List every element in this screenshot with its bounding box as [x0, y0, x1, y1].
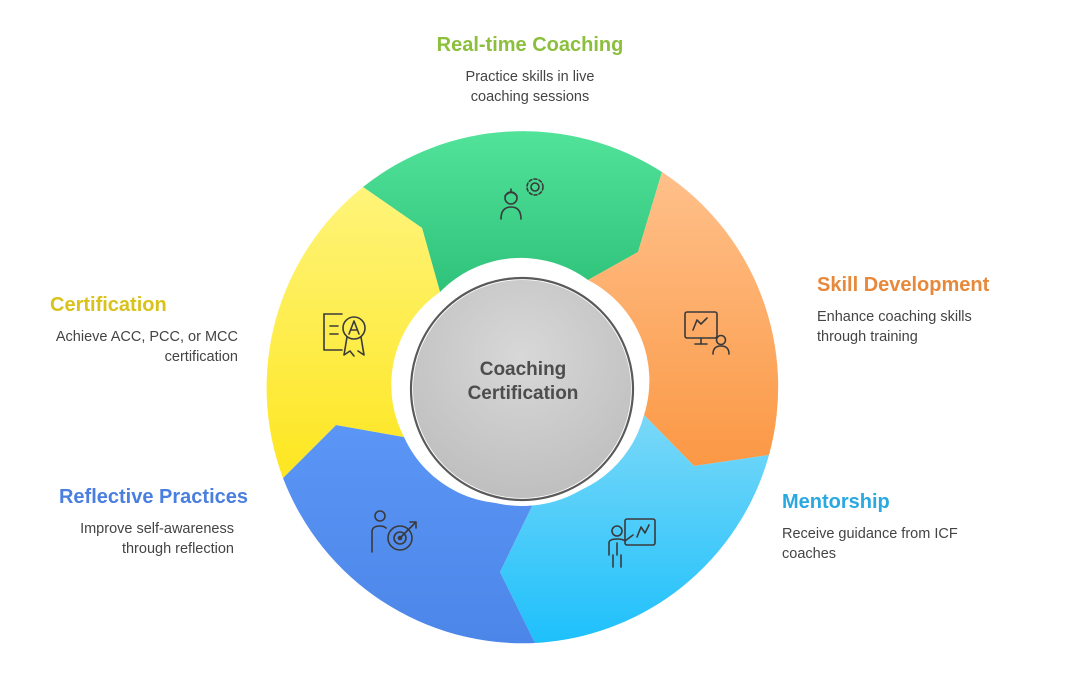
segment-reflective-practices — [283, 425, 535, 644]
center-title-line1: Coaching — [479, 359, 567, 380]
center-circle — [413, 280, 631, 498]
label-realtime-coaching: Real-time Coaching Practice skills in li… — [360, 33, 700, 107]
center-title-line2: Certification — [467, 383, 579, 404]
stage-description-line2: coaching sessions — [470, 89, 590, 105]
stage-description: Enhance coaching skills through training — [817, 307, 1047, 347]
segment-realtime-coaching — [363, 131, 662, 292]
label-certification: Certification Achieve ACC, PCC, or MCC c… — [20, 293, 238, 367]
stage-description-line1: Achieve ACC, PCC, or MCC — [55, 329, 238, 345]
stage-description-line1: Receive guidance from ICF — [782, 526, 958, 542]
stage-description: Achieve ACC, PCC, or MCC certification — [20, 327, 238, 367]
segment-certification — [266, 187, 440, 478]
training-presentation-icon — [684, 311, 730, 355]
stage-title: Real-time Coaching — [436, 34, 624, 56]
stage-title: Reflective Practices — [58, 486, 248, 508]
stage-description-line1: Enhance coaching skills — [817, 309, 972, 325]
stage-title: Mentorship — [782, 491, 890, 513]
stage-description-line2: through reflection — [121, 541, 234, 557]
stage-description: Improve self-awareness through reflectio… — [20, 519, 248, 559]
certificate-award-icon — [323, 313, 366, 357]
stage-description-line1: Improve self-awareness — [80, 521, 234, 537]
coach-with-gear-icon — [500, 178, 544, 220]
stage-description: Practice skills in live coaching session… — [360, 67, 700, 107]
segment-mentorship — [500, 415, 769, 643]
label-skill-development: Skill Development Enhance coaching skill… — [817, 273, 1047, 347]
segment-skill-development — [588, 172, 779, 466]
label-mentorship: Mentorship Receive guidance from ICF coa… — [782, 490, 1022, 564]
label-reflective-practices: Reflective Practices Improve self-awaren… — [20, 485, 248, 559]
stage-description-line2: coaches — [782, 546, 837, 562]
stage-title: Skill Development — [817, 274, 990, 296]
stage-description: Receive guidance from ICF coaches — [782, 524, 1022, 564]
stage-title: Certification — [50, 294, 167, 316]
person-target-icon — [371, 510, 417, 553]
stage-description-line2: certification — [164, 349, 238, 365]
stage-description-line1: Practice skills in live — [465, 69, 595, 85]
center-ring-border — [409, 276, 635, 502]
center-title: Coaching Certification — [420, 358, 626, 406]
mentor-board-icon — [608, 518, 656, 568]
stage-description-line2: through training — [817, 329, 918, 345]
